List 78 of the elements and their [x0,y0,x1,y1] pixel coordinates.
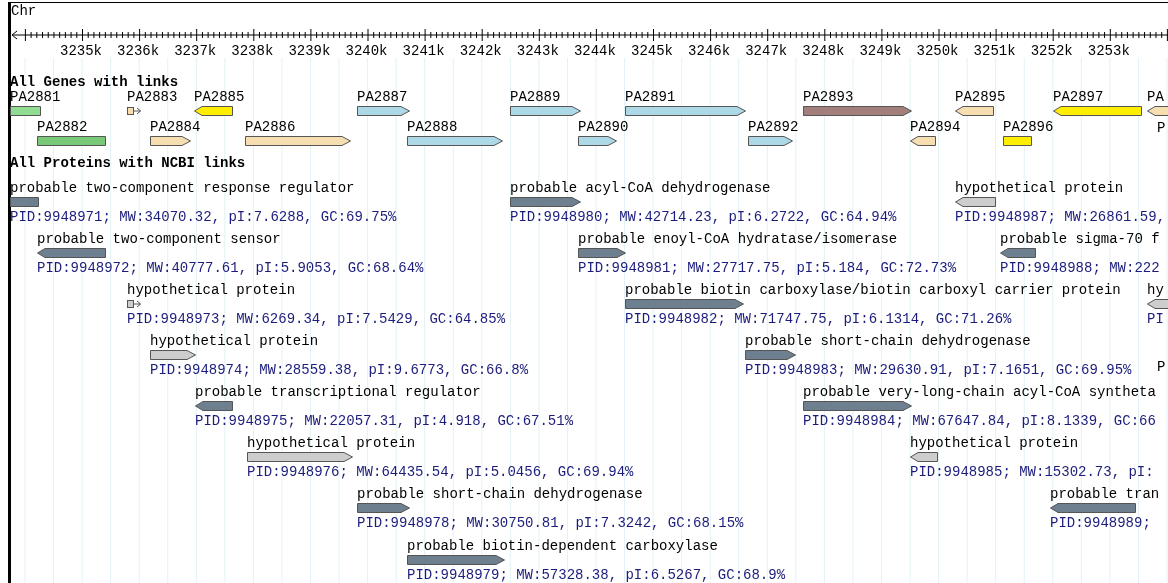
protein-details: PID:9948973; MW:6269.34, pI:7.5429, GC:64.85% [127,312,506,326]
protein-details: PI [1147,312,1165,326]
scale-tick-label: 3244k [573,43,616,59]
protein-details: PID:9948987; MW:26861.59, [955,210,1166,224]
scale-tick-label: 3241k [402,43,445,59]
protein-description: probable short-chain dehydrogenase [357,487,644,501]
protein-details: PID:9948981; MW:27717.75, pI:5.184, GC:72.73% [578,261,957,275]
gene-label: PA2890 [578,120,629,134]
scale-tick-label: 3253k [1087,43,1130,59]
gene-label: PA2897 [1053,90,1105,104]
scale-tick-label: 3240k [345,43,388,59]
scale-tick-label: 3248k [802,43,845,59]
section-heading: All Genes with links [10,74,179,90]
protein-description: probable transcriptional regulator [195,385,482,399]
protein-description: probable very-long-chain acyl-CoA syntheta [803,385,1156,399]
gene-label: PA2893 [803,90,855,104]
scale-tick-label: 3236k [117,43,160,59]
protein-description: probable tran [1050,487,1160,501]
protein-description: probable biotin carboxylase/biotin carboxyl carrier protein [625,283,1121,297]
scale-tick-label: 3246k [688,43,731,59]
scale-tick-label: 3249k [859,43,902,59]
protein-description: probable two-component sensor [37,232,282,246]
protein-description: probable short-chain dehydrogenase [745,334,1032,348]
protein-description: probable biotin-dependent carboxylase [407,539,719,553]
scale-tick-label: 3238k [231,43,274,59]
gene-label: PA2887 [357,90,409,104]
gene-label: PA [1147,90,1165,104]
protein-description: probable sigma-70 f [1000,232,1160,246]
protein-description: probable acyl-CoA dehydrogenase [510,181,772,195]
section-heading: All Proteins with NCBI links [10,155,246,171]
protein-details: PID:9948985; MW:15302.73, pI: [910,465,1154,479]
protein-details: PID:9948975; MW:22057.31, pI:4.918, GC:67.51% [195,414,574,428]
protein-description: hypothetical protein [910,436,1080,450]
gene-label: PA2895 [955,90,1006,104]
gene-label: PA2882 [37,120,89,134]
gene-label: PA2891 [625,90,677,104]
protein-details: PID:9948974; MW:28559.38, pI:9.6773, GC:66.8% [150,363,529,377]
protein-details: PID:9948980; MW:42714.23, pI:6.2722, GC:64.94% [510,210,897,224]
protein-description: hy [1147,283,1165,297]
scale-tick-label: 3247k [745,43,788,59]
gene-label: PA2883 [127,90,178,104]
scale-tick-label: 3252k [1030,43,1073,59]
scale-tick-label: 3242k [459,43,502,59]
gene-label: PA2884 [150,120,201,134]
protein-details: PID:9948988; MW:222 [1000,261,1160,275]
protein-details: PID:9948971; MW:34070.32, pI:7.6288, GC:69.75% [10,210,397,224]
protein-details: PID:9948984; MW:67647.84, pI:8.1339, GC:66 [803,414,1156,428]
protein-description: probable two-component response regulator [10,181,356,195]
scale-tick-label: 3251k [973,43,1016,59]
track-name: Chr [11,3,37,19]
protein-description: hypothetical protein [150,334,320,348]
gene-label: PA2896 [1003,120,1054,134]
gene-label: PA2885 [194,90,245,104]
protein-details: PID:9948972; MW:40777.61, pI:5.9053, GC:68.64% [37,261,424,275]
protein-details: PID:9948976; MW:64435.54, pI:5.0456, GC:69.94% [247,465,634,479]
gene-label: PA2886 [245,120,297,134]
scale-tick-label: 3245k [631,43,673,59]
protein-details: PID:9948989; [1050,516,1152,530]
protein-description: hypothetical protein [955,181,1125,195]
protein-description: probable enoyl-CoA hydratase/isomerase [578,232,899,246]
gene-label: PA2888 [407,120,459,134]
gene-label: PA2889 [510,90,562,104]
gene-label: P [1157,120,1166,136]
gene-label: PA2881 [10,90,61,104]
gene-label: PA2892 [748,120,799,134]
scale-tick-label: 3235k [60,43,102,59]
scale-tick-label: 3239k [288,43,331,59]
protein-details: PID:9948982; MW:71747.75, pI:6.1314, GC:71.26% [625,312,1013,326]
protein-details: PID:9948979; MW:57328.38, pI:6.5267, GC:68.9% [407,568,786,582]
scale-tick-label: 3243k [516,43,559,59]
scale-tick-label: 3237k [174,43,217,59]
protein-label: P [1157,359,1166,375]
protein-details: PID:9948978; MW:30750.81, pI:7.3242, GC:68.15% [357,516,744,530]
protein-description: hypothetical protein [247,436,417,450]
protein-details: PID:9948983; MW:29630.91, pI:7.1651, GC:69.95% [745,363,1132,377]
protein-description: hypothetical protein [127,283,297,297]
scale-tick-label: 3250k [916,43,959,59]
gene-label: PA2894 [910,120,961,134]
